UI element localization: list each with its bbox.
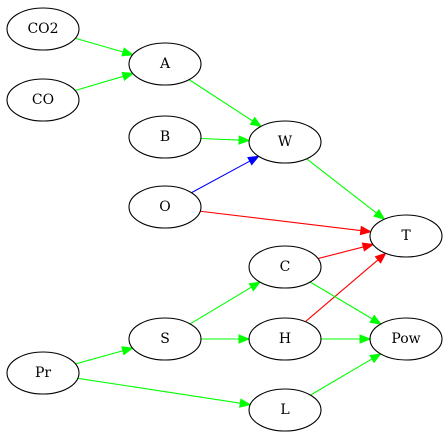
edge-o-to-w: [191, 155, 260, 194]
node-label: C: [280, 259, 291, 275]
node-ellipse: [128, 42, 202, 86]
node-label: H: [279, 331, 291, 347]
node-ellipse: [248, 120, 322, 164]
edge-line: [317, 246, 364, 260]
edge-line: [75, 37, 124, 53]
edge-a-to-w: [188, 79, 263, 128]
edge-line: [188, 79, 253, 122]
node-label: S: [160, 331, 170, 347]
edge-line: [77, 377, 241, 404]
arrowhead: [369, 353, 382, 364]
edge-c-to-pow: [309, 281, 382, 325]
arrowhead: [121, 47, 134, 57]
node-label: Pow: [391, 331, 420, 347]
edge-co-to-a: [74, 71, 135, 92]
node-label: T: [401, 228, 411, 244]
node-label: CO: [32, 92, 54, 108]
node-label: W: [278, 134, 293, 150]
node-a: A: [128, 42, 202, 86]
edge-w-to-t: [306, 158, 386, 221]
node-ellipse: [6, 78, 80, 122]
arrowhead: [239, 398, 252, 408]
node-label: CO2: [27, 21, 58, 37]
arrowhead: [121, 346, 134, 356]
edge-line: [306, 158, 377, 214]
node-h: H: [248, 317, 322, 361]
arrowhead: [121, 71, 135, 81]
node-ellipse: [369, 317, 443, 361]
node-ellipse: [128, 317, 202, 361]
edge-line: [309, 281, 373, 320]
node-s: S: [128, 317, 202, 361]
node-c: C: [248, 245, 322, 289]
node-ellipse: [248, 317, 322, 361]
edge-b-to-w: [200, 135, 251, 145]
edge-line: [75, 350, 124, 365]
edge-l-to-pow: [310, 353, 382, 396]
edge-line: [200, 137, 240, 141]
edge-pr-to-s: [75, 346, 134, 365]
edge-line: [74, 75, 124, 92]
edge-line: [191, 160, 251, 194]
node-co: CO: [6, 78, 80, 122]
node-ellipse: [128, 115, 202, 159]
node-ellipse: [128, 185, 202, 229]
node-pow: Pow: [369, 317, 443, 361]
node-b: B: [128, 115, 202, 159]
node-ellipse: [369, 214, 443, 258]
arrowhead: [238, 334, 251, 344]
edge-pr-to-l: [77, 377, 252, 408]
node-ellipse: [6, 7, 80, 51]
node-label: B: [160, 129, 170, 145]
node-label: L: [280, 402, 289, 418]
arrowhead: [248, 281, 262, 292]
arrowhead: [238, 135, 251, 145]
node-l: L: [248, 388, 322, 432]
arrowhead: [249, 116, 263, 128]
edge-h-to-pow: [321, 334, 372, 344]
edges-layer: [74, 37, 387, 408]
arrowhead: [361, 242, 375, 252]
arrowhead: [247, 155, 260, 166]
edge-o-to-t: [200, 210, 373, 236]
edge-c-to-t: [317, 242, 375, 260]
arrowhead: [369, 314, 382, 325]
node-t: T: [369, 214, 443, 258]
node-o: O: [128, 185, 202, 229]
arrowhead: [359, 225, 373, 236]
arrowhead: [359, 334, 372, 344]
edge-line: [200, 210, 361, 232]
edge-s-to-c: [189, 281, 262, 325]
arrowhead: [373, 209, 386, 221]
node-w: W: [248, 120, 322, 164]
edge-line: [310, 358, 373, 396]
node-ellipse: [6, 351, 80, 395]
edge-s-to-h: [201, 334, 251, 344]
edge-co2-to-a: [75, 37, 134, 57]
node-pr: Pr: [6, 351, 80, 395]
edge-line: [189, 286, 252, 325]
node-label: O: [159, 199, 170, 215]
arrowhead: [374, 252, 387, 264]
edge-h-to-t: [304, 252, 387, 323]
node-co2: CO2: [6, 7, 80, 51]
node-ellipse: [248, 245, 322, 289]
edge-line: [304, 259, 379, 323]
node-label: Pr: [35, 365, 51, 381]
node-label: A: [159, 56, 171, 72]
node-ellipse: [248, 388, 322, 432]
